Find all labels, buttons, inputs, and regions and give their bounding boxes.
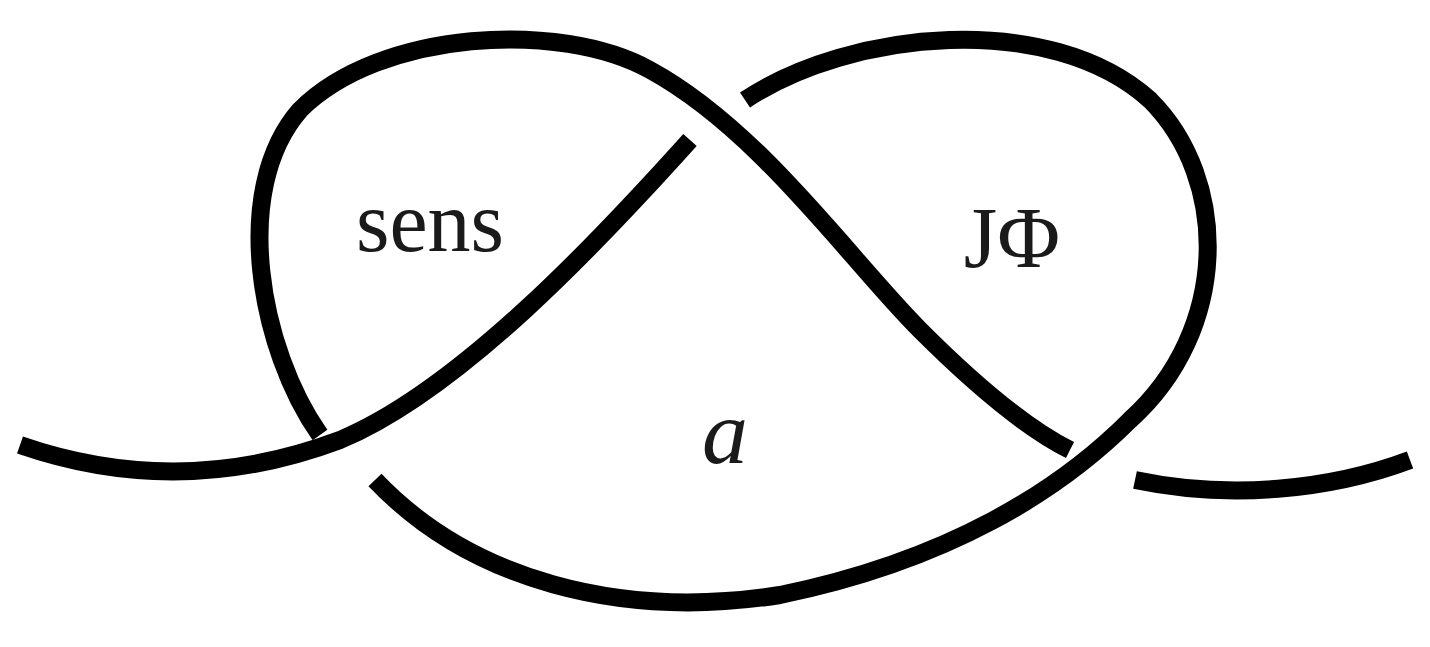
region-label: sens <box>356 179 504 265</box>
region-label: a <box>702 386 748 478</box>
knot-strand <box>1135 460 1410 490</box>
knot-strand <box>20 140 690 471</box>
region-label: JΦ <box>964 195 1060 281</box>
knot-strand <box>260 39 1070 450</box>
knot-strand <box>375 40 1208 602</box>
